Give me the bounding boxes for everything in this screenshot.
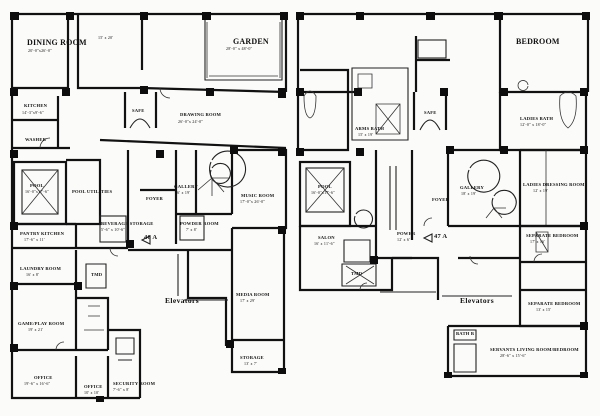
washer-label: WASHER [25,137,47,142]
right-floor-number: 47 A [434,233,448,240]
garden-label: GARDEN [233,37,269,46]
living-room-dims: 15' x 20' [98,35,114,40]
salon-dims: 16' x 11'-6" [314,241,335,246]
separate-bedroom-2-dims: 13' x 15' [536,307,552,312]
gameroom-dims: 19' x 21' [28,327,44,332]
right-gallery-dims: 18' x 19' [461,191,477,196]
tmd-label: TMD [91,272,103,277]
right-elevators-label: Elevators [460,296,495,305]
gameroom-label: GAME/PLAY ROOM [18,321,65,326]
left-floor-plan [10,12,288,400]
bath-b-label: BATH B [456,331,475,336]
right-pool-label: POOL [318,184,332,189]
arms-bath-label: ARMS BATH [355,126,385,131]
left-floor-number: 46 A [144,234,158,241]
office-label: OFFICE [34,375,53,380]
dining-room-label: DINING ROOM [27,38,87,47]
office-dims: 19'-6" x 16'-6" [24,381,51,386]
safe-label: SAFE [132,108,145,113]
right-safe-label: SAFE [424,110,437,115]
left-elevators-label: Elevators [165,296,200,305]
gallery-dims: 16' x 19' [175,190,191,195]
drawing-room-label: DRAWING ROOM [180,112,222,117]
office-2-dims: 10' x 10' [84,390,100,395]
security-room-dims: 7'-6" x 8' [113,387,130,392]
security-room-label: SECURITY ROOM [113,381,156,386]
separate-bedroom-label: SEPARATE BEDROOM [526,233,579,238]
laundry-room-dims: 16' x 8' [26,272,40,277]
beverage-storage-label: BEVERAGE STORAGE [101,221,154,226]
music-room-label: MUSIC ROOM [241,193,275,198]
separate-bedroom-2-label: SEPARATE BEDROOM [528,301,581,306]
storage-dims: 13' x 7' [244,361,258,366]
kitchen-dims: 14'-3"x9'-6" [22,110,44,115]
right-floor-plan [296,12,590,378]
right-pool-dims: 16'-0"x17'-6" [311,190,335,195]
ladies-bath-label: LADIES BATH [520,116,554,121]
right-gallery-label: GALLERY [460,185,484,190]
media-room-label: MEDIA ROOM [236,292,270,297]
pool-label: POOL [30,183,44,188]
power-dims: 12' x 6' [397,237,411,242]
ladies-dressing-dims: 12' x 19' [533,188,549,193]
bedroom-label: BEDROOM [516,37,560,46]
gallery-label: GALLERY [174,184,198,189]
right-columns [296,12,590,378]
foyer-label: FOYER [146,196,164,201]
pool-dims: 16'-0"x17'-6" [25,189,49,194]
beverage-storage-dims: 5'-6" x 10'-6" [101,227,126,232]
dining-room-dims: 20'-0"x26'-0" [28,48,52,53]
servants-label: SERVANTS LIVING ROOM/BEDROOM [490,347,579,352]
media-room-dims: 17' x 29' [240,298,256,303]
powder-room-dims: 7' x 8' [186,227,197,232]
pantry-kitchen-dims: 17'-6" x 11' [24,237,45,242]
arms-bath-dims: 15' x 19' [358,132,374,137]
power-label: POWER [397,231,416,236]
salon-label: SALON [318,235,335,240]
right-tmd-label: TMD [351,271,363,276]
office-2-label: OFFICE [84,384,103,389]
garden-dims: 28'-0" x 48'-0" [226,46,253,51]
left-columns [10,12,288,402]
ladies-bath-dims: 12'-0" x 18'-0" [520,122,547,127]
powder-room-label: POWDER ROOM [180,221,219,226]
drawing-room-dims: 26'-0"x 24'-0" [178,119,204,124]
storage-label: STORAGE [240,355,264,360]
music-room-dims: 17'-0"x 26'-0" [240,199,266,204]
ladies-dressing-label: LADIES DRESSING ROOM [523,182,585,187]
laundry-room-label: LAUNDRY ROOM [20,266,61,271]
servants-dims: 28'-6" x 15'-6" [500,353,527,358]
pool-utilities-label: POOL UTILITIES [72,189,113,194]
pantry-kitchen-label: PANTRY KITCHEN [20,231,65,236]
right-foyer-label: FOYER [432,197,450,202]
separate-bedroom-dims: 17' x 16' [530,239,546,244]
kitchen-label: KITCHEN [24,103,48,108]
